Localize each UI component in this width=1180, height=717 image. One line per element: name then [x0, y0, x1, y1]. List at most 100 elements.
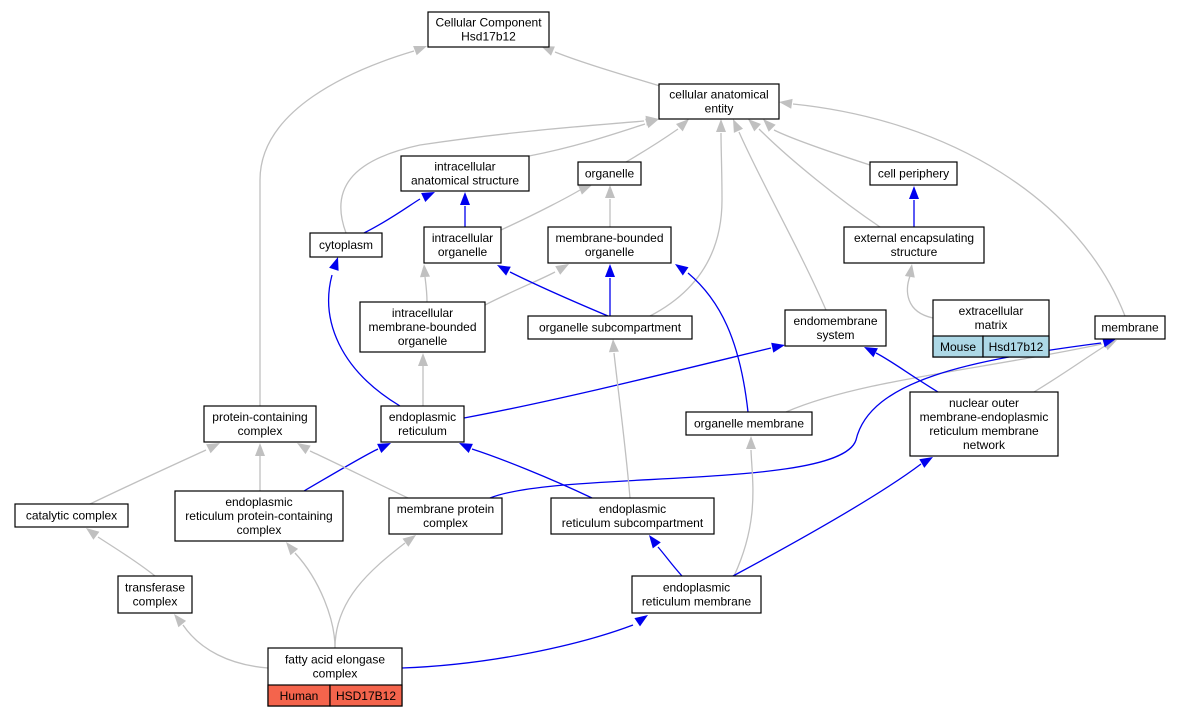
term-node-mem[interactable]: membrane [1094, 315, 1166, 340]
arrowhead-icon [578, 185, 592, 195]
term-box [174, 490, 344, 542]
arrowhead-icon [86, 528, 100, 540]
term-label-line: endomembrane [793, 314, 877, 328]
term-label-line: extracellular [959, 304, 1024, 318]
arrowhead-icon [418, 353, 428, 366]
term-node-catc[interactable]: catalytic complex [14, 503, 129, 528]
arrowhead-icon [459, 443, 473, 453]
edge-fae-to-erm [401, 615, 648, 669]
arrowhead-icon [206, 443, 220, 454]
term-label-line: entity [705, 102, 734, 116]
edges-layer [86, 46, 1126, 669]
edge-pcc-to-cc [259, 46, 427, 406]
term-node-cyto[interactable]: cytoplasm [309, 232, 383, 258]
term-box [909, 391, 1059, 457]
edge-ems-to-cae [733, 119, 827, 311]
term-node-org[interactable]: organelle [577, 161, 642, 186]
arrowhead-icon [763, 119, 776, 132]
term-box [1094, 315, 1166, 340]
term-label-line: membrane-bounded [368, 320, 476, 334]
part-of-edge [657, 546, 683, 577]
arrowhead-icon [605, 264, 615, 277]
term-label-line: membrane [1101, 321, 1159, 335]
part-of-edge [489, 342, 1102, 499]
term-label-line: network [963, 438, 1006, 452]
term-box [400, 155, 530, 192]
is-a-edge [309, 450, 409, 499]
term-box [843, 226, 985, 264]
is-a-edge [758, 128, 881, 228]
term-node-osc[interactable]: organelle subcompartment [527, 315, 693, 340]
term-label-line: cell periphery [878, 167, 949, 181]
edge-er-to-imbo [418, 353, 428, 406]
term-label-line: organelle [398, 334, 448, 348]
arrowhead-icon [675, 264, 689, 276]
edge-fae-to-erpcc [286, 542, 336, 649]
is-a-edge [259, 50, 415, 406]
arrowhead-icon [909, 186, 919, 199]
term-label-line: endoplasmic [389, 410, 456, 424]
term-node-cp[interactable]: cell periphery [869, 161, 958, 186]
is-a-edge [738, 131, 827, 311]
arrowhead-icon [329, 257, 339, 271]
arrowhead-icon [1102, 337, 1116, 348]
edge-mbo-to-org [605, 185, 615, 227]
gene-cell [329, 684, 403, 707]
arrowhead-icon [421, 192, 435, 202]
term-box [658, 83, 780, 120]
arrowhead-icon [377, 443, 391, 453]
term-label-line: intracellular [392, 306, 453, 320]
arrowhead-icon [555, 264, 569, 275]
edge-cyto-to-ias [363, 192, 435, 234]
is-a-edge [484, 271, 556, 306]
arrowhead-icon [716, 119, 726, 132]
arrowhead-icon [402, 535, 416, 547]
term-label-line: cellular anatomical [669, 88, 768, 102]
edge-ersc-to-er [459, 443, 593, 499]
term-label-line: organelle [585, 245, 635, 259]
is-a-edge [733, 449, 754, 577]
term-box [527, 315, 693, 340]
edge-cp-to-cae [763, 119, 871, 166]
arrowhead-icon [255, 443, 265, 456]
term-box [380, 405, 465, 443]
term-node-nom[interactable]: nuclear outermembrane-endoplasmicreticul… [909, 391, 1059, 457]
edge-erm-to-nom [732, 457, 933, 577]
edge-io-to-org [500, 185, 592, 231]
term-label-line: reticulum membrane [929, 424, 1039, 438]
term-box [784, 309, 887, 347]
edge-osc-to-cae [649, 119, 726, 317]
term-node-om[interactable]: organelle membrane [685, 411, 813, 436]
species-label: Mouse [940, 340, 976, 354]
arrowhead-icon [733, 119, 743, 133]
term-box [309, 232, 383, 258]
arrowhead-icon [460, 192, 470, 205]
part-of-edge [471, 448, 593, 499]
arrowhead-icon [174, 614, 187, 628]
term-box [577, 161, 642, 186]
is-a-edge [500, 189, 581, 231]
edge-ias-to-cae [528, 118, 659, 157]
arrowhead-icon [497, 265, 511, 276]
is-a-edge [792, 103, 1126, 317]
term-label-line: complex [238, 424, 283, 438]
